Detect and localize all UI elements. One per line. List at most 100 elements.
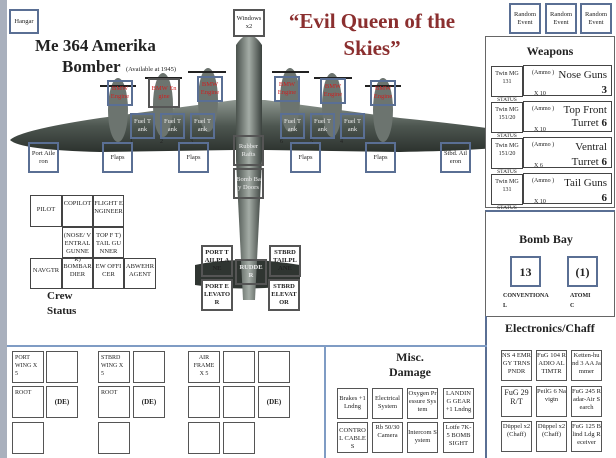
stbrd-de-box[interactable]: (DE) (133, 386, 165, 418)
misc-damage-item[interactable]: Oxygen Pressure System (407, 388, 438, 419)
stbd-aileron[interactable]: Stbd. Aileron (440, 142, 471, 173)
fuel-tank-4[interactable]: Fuel Tank (340, 113, 365, 139)
fuel-tank-1[interactable]: Fuel Tank (130, 113, 155, 139)
fuel-tank-number: 6 (280, 139, 283, 145)
misc-damage-item[interactable]: Lotfe 7K-5 BOMB SIGHT (443, 422, 474, 453)
crew-nose-ventral-gunner[interactable]: (NOSE/ VENTRAL GUNNER) (62, 227, 93, 263)
fuel-tank-3[interactable]: Fuel Tank (190, 113, 215, 139)
rubber-rafts[interactable]: Rubber Rafts (233, 135, 264, 166)
electronics-item[interactable]: Düppel x2 (Chaff) (501, 421, 532, 452)
stbrd-tailplane[interactable]: STBRD TAILPLANE (269, 245, 301, 277)
atomic-bombs-count[interactable]: (1) (567, 256, 598, 287)
engine-2[interactable]: BMW Engine (148, 78, 180, 108)
electronics-item[interactable]: FuG 125 Blind Ldg Receiver (571, 421, 602, 452)
damage-box[interactable] (98, 422, 130, 454)
damage-box[interactable] (12, 422, 44, 454)
port-elevator[interactable]: PORT ELEVATOR (201, 279, 233, 311)
windows-box[interactable]: Windows x2 (233, 9, 265, 37)
ammo-label: (Ammo ) (532, 178, 555, 184)
crew-pilot[interactable]: PILOT (30, 195, 62, 227)
crew-abwehr-agent[interactable]: ABWEHR AGENT (124, 258, 156, 289)
electronics-item[interactable]: FuG 104 RADIO ALTIMTR (536, 350, 567, 381)
flaps-2[interactable]: Flaps (178, 142, 209, 173)
engine-1[interactable]: BMW Engine (107, 80, 133, 106)
bomb-bay-doors[interactable]: Bomb Bay Doors (233, 168, 264, 199)
weapon-value: 6 (601, 192, 608, 204)
fuel-tank-label: Fuel Tank (163, 118, 182, 133)
misc-damage-item[interactable]: Brakes +1 Lndng (337, 388, 368, 419)
stbrd-elevator[interactable]: STBRD ELEVATOR (268, 279, 300, 311)
electronics-item[interactable]: Düppel x2 (Chaff) (536, 421, 567, 452)
divider (7, 345, 487, 347)
fuel-tank-6[interactable]: Fuel Tank (280, 113, 305, 139)
weapon-value: 3 (601, 84, 608, 96)
fuel-tank-label: Fuel Tank (343, 118, 362, 133)
damage-box[interactable] (223, 386, 255, 418)
damage-box[interactable] (258, 351, 290, 383)
damage-box[interactable] (223, 422, 255, 454)
hangar-box[interactable]: Hangar (9, 9, 39, 34)
engine-5[interactable]: BMW Engine (320, 78, 346, 104)
weapon-gun-type: Twin MG 131 (491, 66, 523, 97)
weapon-value: 6 (601, 156, 608, 168)
flaps-3[interactable]: Flaps (290, 142, 321, 173)
misc-damage-item[interactable]: Electrical System (372, 388, 403, 419)
misc-damage-item[interactable]: LANDING GEAR +1 Lndng (443, 388, 474, 419)
random-event-2[interactable]: Random Event (545, 3, 577, 34)
crew-status-title-2: Status (47, 305, 77, 317)
conventional-bombs-count[interactable]: 13 (510, 256, 541, 287)
crew-bombardier[interactable]: BOMBARDIER (62, 258, 93, 289)
flaps-4[interactable]: Flaps (365, 142, 396, 173)
damage-box[interactable] (188, 386, 220, 418)
random-event-3[interactable]: Random Event (580, 3, 612, 34)
engine-4[interactable]: BMW Engine (274, 76, 300, 102)
misc-damage-item[interactable]: Intercom System (407, 422, 438, 453)
damage-box[interactable] (133, 351, 165, 383)
port-aileron[interactable]: Port Aileron (28, 142, 59, 173)
fuel-tank-2[interactable]: Fuel Tank (160, 113, 185, 139)
electronics-item[interactable]: NS 4 EMRGY TRNSPNDR (501, 350, 532, 381)
rudder[interactable]: RUDDER (235, 259, 267, 285)
port-root-box[interactable]: ROOT (12, 386, 44, 418)
port-wing-box[interactable]: PORT WING X 5 (12, 351, 44, 383)
fuel-tank-label: Fuel Tank (313, 118, 332, 133)
misc-damage-item[interactable]: Rb 50/30 Camera (372, 422, 403, 453)
engine-6[interactable]: BMW Engine (370, 80, 396, 106)
aircraft-nickname: “Evil Queen of the Skies” (288, 9, 456, 60)
aircraft-title: Me 364 Amerika (35, 36, 156, 55)
electronics-item[interactable]: FuG 29 R/T (501, 386, 532, 417)
crew-top-tail-gunner[interactable]: TOP F T) TAIL GUNNER (93, 227, 124, 258)
random-event-1[interactable]: Random Event (509, 3, 541, 34)
airframe-box[interactable]: AIR FRAME X 5 (188, 351, 220, 383)
electronics-title: Electronics/Chaff (505, 321, 595, 335)
crew-ew-officer[interactable]: EW OFFICER (93, 258, 124, 289)
misc-damage-item[interactable]: CONTROL CABLES (337, 422, 368, 453)
atomic-label: ATOMIC (570, 293, 591, 309)
crew-copilot[interactable]: COPILOT (62, 195, 93, 227)
fuel-tank-number: 4 (340, 139, 343, 145)
electronics-item[interactable]: Ketten-hund 3 AA Jammer (571, 350, 602, 381)
port-tailplane[interactable]: PORT TAILPLANE (201, 245, 233, 277)
flaps-1[interactable]: Flaps (102, 142, 133, 173)
fuel-tank-5[interactable]: Fuel Tank (310, 113, 335, 139)
engine-3[interactable]: BMW Engine (197, 76, 223, 102)
damage-box[interactable] (46, 351, 78, 383)
crew-navigator[interactable]: NAVGTR (30, 258, 62, 289)
damage-box[interactable] (188, 422, 220, 454)
electronics-item[interactable]: FuG 245 Radar-Air Search (571, 386, 602, 417)
stbrd-wing-box[interactable]: STBRD WING X 5 (98, 351, 130, 383)
misc-damage-title: Misc. Damage (389, 350, 431, 379)
ammo-label: (Ammo ) (532, 70, 555, 76)
stbrd-root-box[interactable]: ROOT (98, 386, 130, 418)
electronics-item[interactable]: PeilG 6 Navigtn (536, 386, 567, 417)
weapon-name: Top Front Turret (563, 104, 607, 129)
weapon-status: STATUS (497, 97, 517, 103)
airframe-de-box[interactable]: (DE) (258, 386, 290, 418)
port-de-box[interactable]: (DE) (46, 386, 78, 418)
damage-box[interactable] (223, 351, 255, 383)
crew-flight-engineer[interactable]: FLIGHT ENGINEER (93, 195, 124, 227)
